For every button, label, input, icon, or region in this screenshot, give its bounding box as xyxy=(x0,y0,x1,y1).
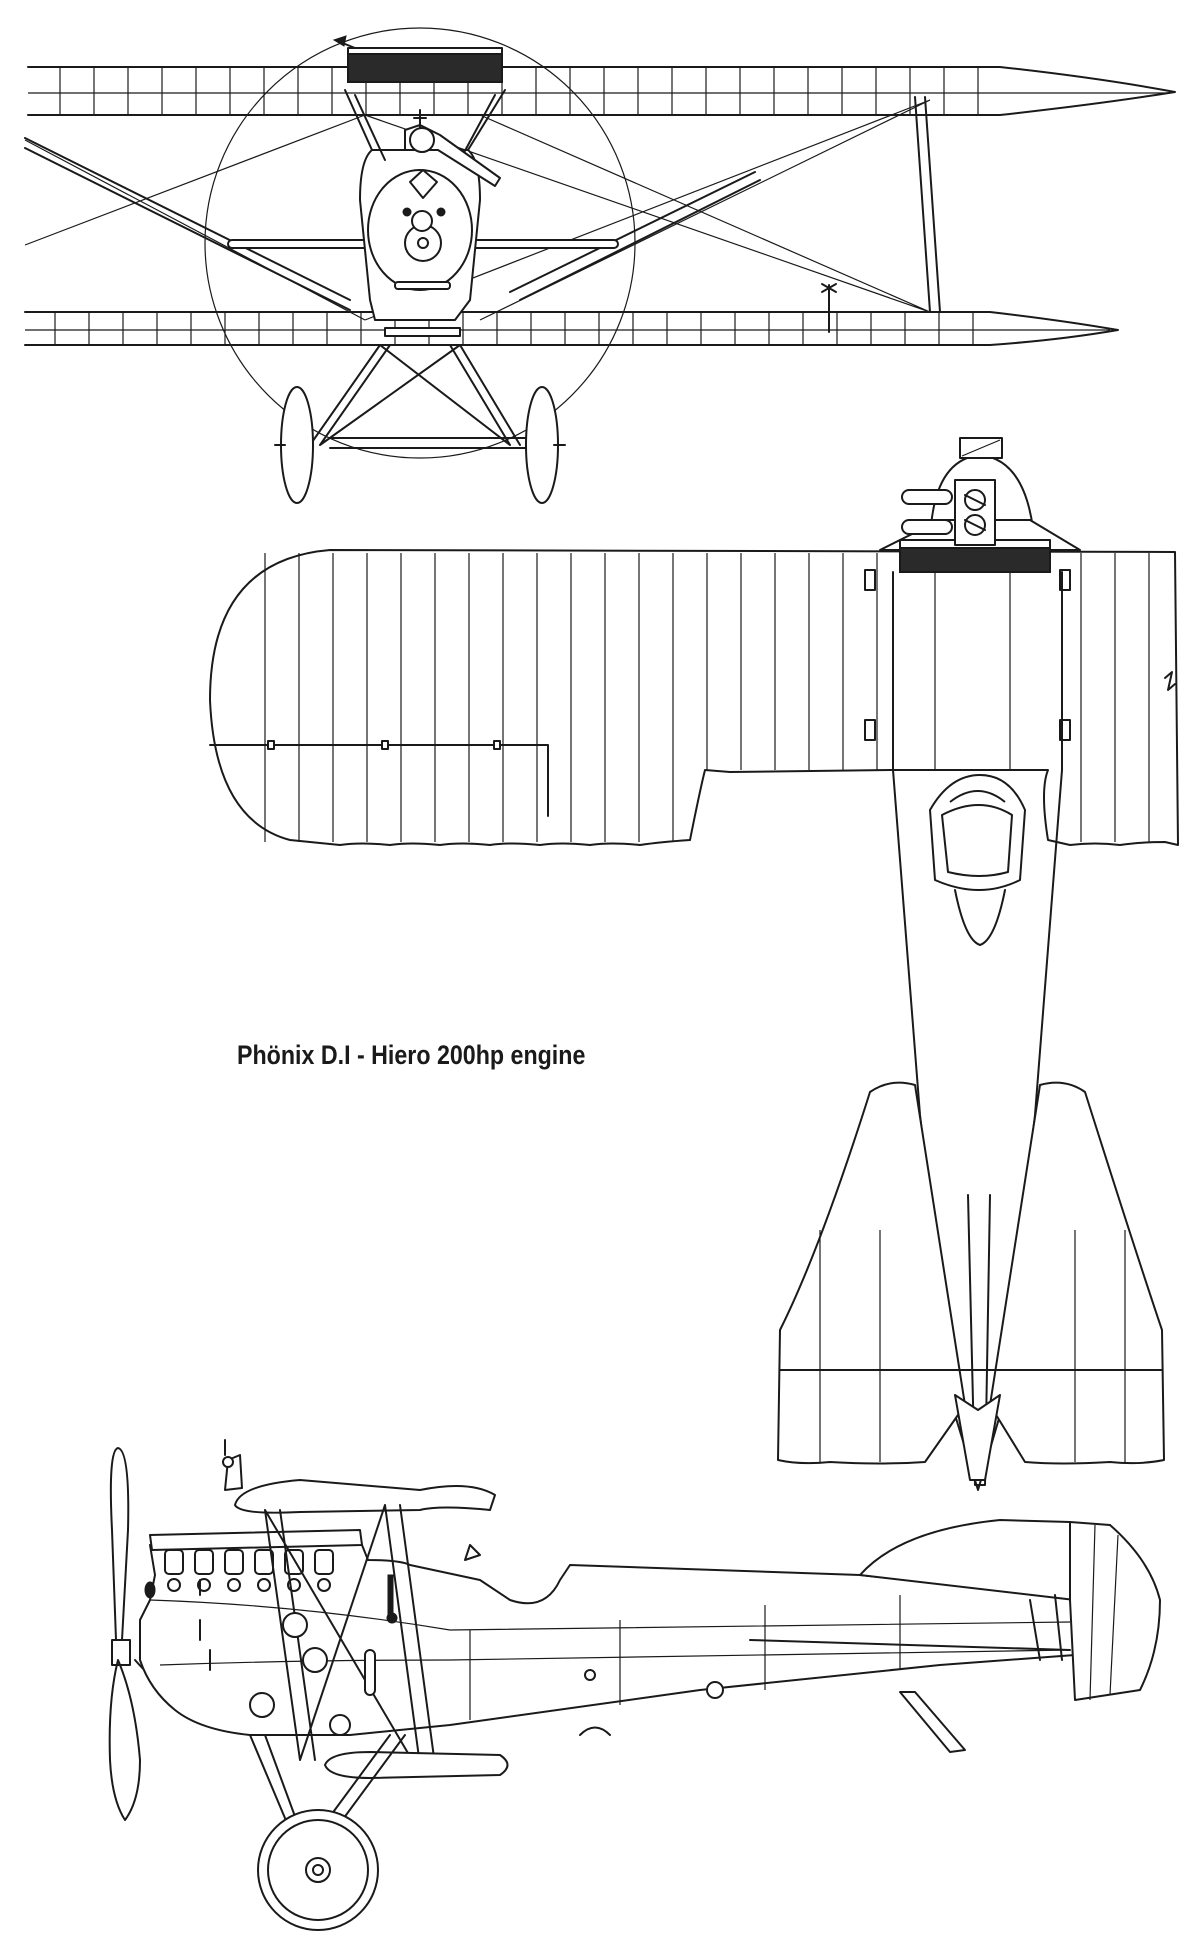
top-gun-sight-diag xyxy=(961,439,1001,457)
front-right-brace xyxy=(509,171,761,301)
top-cylinders xyxy=(901,479,996,546)
front-pitot xyxy=(821,283,837,333)
engine-cylinder xyxy=(314,1549,334,1575)
top-tailplane xyxy=(777,1081,966,1465)
side-fuselage-details xyxy=(144,1579,724,1736)
side-rudder xyxy=(1069,1521,1161,1701)
front-lower-wing xyxy=(24,311,1119,346)
exhaust-stub xyxy=(257,1578,271,1592)
side-frame-lines xyxy=(469,1595,901,1720)
engine-cylinder xyxy=(194,1549,214,1575)
top-view xyxy=(209,437,1179,1491)
side-landing-gear xyxy=(249,1734,406,1831)
aileron-hinge xyxy=(381,740,389,750)
exhaust-stub xyxy=(227,1578,241,1592)
front-interplane-strut xyxy=(914,96,941,313)
aileron-hinge xyxy=(267,740,275,750)
front-bracing-wires xyxy=(24,99,931,321)
side-wheel-hub xyxy=(305,1857,331,1883)
side-upper-wing xyxy=(234,1479,496,1514)
front-upper-wing xyxy=(27,66,1176,116)
front-lower-wing-ribs xyxy=(54,313,974,344)
exhaust-stub xyxy=(317,1578,331,1592)
side-sight-ring xyxy=(222,1456,234,1468)
side-view xyxy=(108,1439,1161,1931)
top-aileron-line xyxy=(209,744,549,817)
side-tailplane xyxy=(749,1639,1071,1651)
aileron-hinge xyxy=(493,740,501,750)
side-wheel-axle xyxy=(312,1864,324,1876)
rotation-arrow-head xyxy=(332,35,347,47)
front-port-left xyxy=(402,207,412,217)
top-wing-break xyxy=(1164,671,1176,691)
top-radiator xyxy=(899,545,1051,573)
drawing-caption: Phönix D.I - Hiero 200hp engine xyxy=(237,1040,586,1070)
side-strut-fitting xyxy=(387,1574,394,1616)
side-strut-knob xyxy=(386,1612,398,1624)
side-tail-struts xyxy=(1029,1594,1063,1661)
front-left-brace xyxy=(24,137,351,311)
top-wing xyxy=(209,549,1179,846)
wing-radiator xyxy=(347,51,503,83)
top-rudder xyxy=(954,1394,1001,1481)
side-lower-wing xyxy=(324,1751,509,1779)
top-wing-ribs xyxy=(264,553,1150,842)
wing-radiator-cap xyxy=(347,47,503,55)
top-fuselage-longerons xyxy=(934,572,1011,770)
side-rudder-ribs xyxy=(1089,1524,1119,1701)
exhaust-stub xyxy=(167,1578,181,1592)
top-aileron-hinges xyxy=(267,740,501,750)
top-rudder-post xyxy=(967,1194,991,1486)
top-cockpit xyxy=(929,774,1026,891)
side-propeller-lower xyxy=(108,1659,141,1821)
side-prop-hub xyxy=(111,1639,131,1666)
front-cowl-top xyxy=(409,169,438,199)
top-cockpit-rim xyxy=(941,804,1013,877)
front-belly-slot xyxy=(384,327,461,337)
front-gun-sight xyxy=(413,109,427,129)
side-wheel-rim xyxy=(267,1819,369,1921)
engine-cylinder xyxy=(164,1549,184,1575)
front-gun-breech xyxy=(409,127,435,153)
front-cabane-struts xyxy=(344,89,506,161)
side-windscreen xyxy=(464,1544,481,1561)
side-longeron-upper xyxy=(149,1599,1071,1631)
top-headrest xyxy=(949,790,1006,803)
front-exhaust xyxy=(411,210,433,232)
top-fuselage xyxy=(892,571,1063,1491)
side-engine-cover xyxy=(149,1529,363,1551)
top-wing-marks xyxy=(864,569,1071,741)
front-view xyxy=(24,27,1176,504)
front-radiator-slot xyxy=(394,281,451,290)
side-tail-skid xyxy=(899,1691,966,1753)
front-upper-wing-ribs xyxy=(59,68,979,114)
top-tailplane-right xyxy=(989,1081,1165,1465)
engine-cylinder xyxy=(224,1549,244,1575)
front-hub xyxy=(417,237,429,249)
side-propeller xyxy=(109,1447,130,1641)
side-fin xyxy=(859,1519,1076,1601)
top-turtledeck xyxy=(954,889,1006,946)
front-port-right xyxy=(436,207,446,217)
top-tail-ribs xyxy=(819,1230,1126,1462)
side-wheel-tire xyxy=(257,1809,379,1931)
front-landing-gear xyxy=(309,344,526,449)
